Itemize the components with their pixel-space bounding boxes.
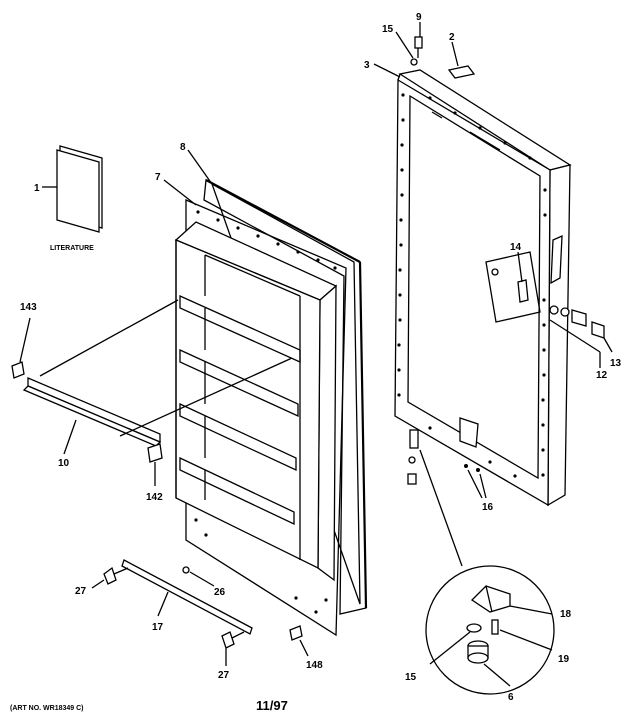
label-13: 13 <box>610 358 622 369</box>
label-15-top: 15 <box>382 24 394 35</box>
label-15-detail: 15 <box>405 672 417 683</box>
top-hinge-pin <box>395 22 423 66</box>
label-17: 17 <box>152 622 164 633</box>
label-2: 2 <box>449 32 455 43</box>
shelf-bar <box>22 377 162 455</box>
shelf-clip-left <box>11 317 31 379</box>
detail-inset <box>425 565 555 695</box>
label-14: 14 <box>510 242 522 253</box>
revision-date: 11/97 <box>256 698 288 713</box>
clip-148 <box>289 625 309 657</box>
label-1: 1 <box>34 183 40 194</box>
callout-labels: 1 2 3 9 15 8 7 143 10 142 14 13 12 16 27… <box>20 12 622 703</box>
bottom-bar <box>121 559 253 635</box>
outer-door-panel <box>394 69 572 507</box>
label-12: 12 <box>596 370 608 381</box>
label-6: 6 <box>508 692 514 703</box>
hinge-cam <box>485 251 541 323</box>
label-7: 7 <box>155 172 161 183</box>
label-8: 8 <box>180 142 186 153</box>
art-number: (ART NO. WR18349 C) <box>10 705 84 712</box>
label-26: 26 <box>214 587 226 598</box>
label-27-left: 27 <box>75 586 87 597</box>
label-142: 142 <box>146 492 163 503</box>
literature-label: LITERATURE <box>50 245 94 252</box>
bottom-hinge-stack <box>407 429 463 567</box>
screw-27-left <box>91 566 129 589</box>
door-gasket <box>187 149 368 615</box>
literature-booklet <box>42 145 103 233</box>
shelf-clip-right <box>147 443 163 486</box>
panel-screw-holes <box>397 93 547 478</box>
screw-26 <box>182 566 215 587</box>
shelf-housing <box>174 221 338 582</box>
label-18: 18 <box>560 609 572 620</box>
top-plate <box>447 41 476 79</box>
screw-27-right <box>221 631 245 666</box>
label-16: 16 <box>482 502 494 513</box>
label-3: 3 <box>364 60 370 71</box>
label-10: 10 <box>58 458 70 469</box>
screws-16 <box>464 464 487 499</box>
label-148: 148 <box>306 660 323 671</box>
label-27-right: 27 <box>218 670 230 681</box>
door-shelves <box>179 254 301 560</box>
label-143: 143 <box>20 302 37 313</box>
label-19: 19 <box>558 654 570 665</box>
label-9: 9 <box>416 12 422 23</box>
hinge-assembly <box>549 305 613 368</box>
